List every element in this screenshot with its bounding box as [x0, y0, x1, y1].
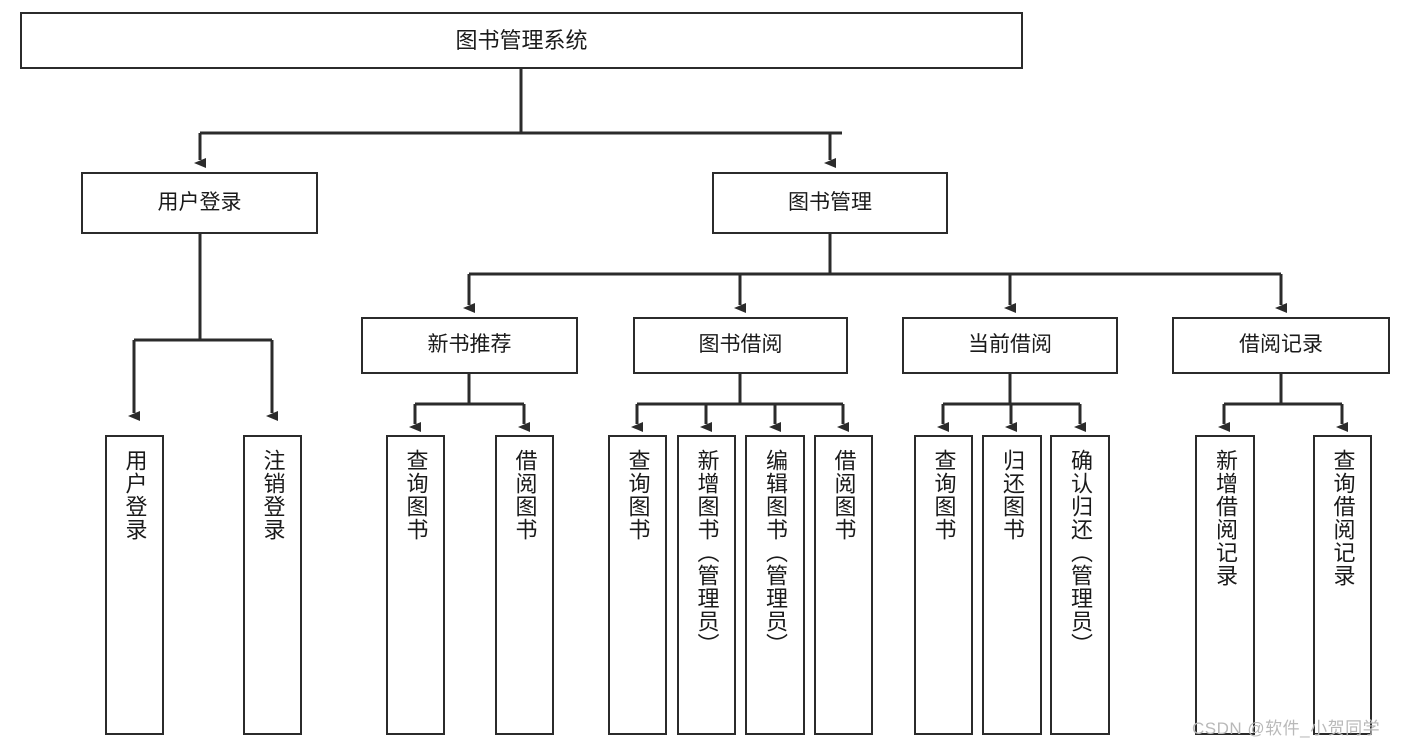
leaf-book-borrow-query[interactable]: 查询图书 — [608, 435, 667, 735]
node-label: 新增借阅记录 — [1213, 449, 1238, 587]
leaf-current-borrow-return[interactable]: 归还图书 — [982, 435, 1042, 735]
node-label: 图书借阅 — [698, 333, 783, 357]
node-root-system[interactable]: 图书管理系统 — [20, 12, 1023, 69]
node-label: 借阅图书 — [512, 449, 538, 541]
leaf-book-borrow-edit[interactable]: 编辑图书（管理员） — [745, 435, 805, 735]
node-label: 查询图书 — [403, 449, 429, 541]
leaf-book-borrow-add[interactable]: 新增图书（管理员） — [677, 435, 736, 735]
leaf-new-book-query[interactable]: 查询图书 — [386, 435, 445, 735]
node-label: 查询借阅记录 — [1330, 449, 1356, 587]
node-label: 图书管理系统 — [455, 27, 588, 53]
node-label: 确认归还（管理员） — [1068, 449, 1093, 656]
edge-group-borrow-record — [1218, 374, 1348, 432]
leaf-borrow-record-add[interactable]: 新增借阅记录 — [1195, 435, 1255, 735]
node-label: 查询图书 — [931, 449, 957, 541]
leaf-new-book-borrow[interactable]: 借阅图书 — [495, 435, 554, 735]
node-current-borrow[interactable]: 当前借阅 — [902, 317, 1118, 374]
leaf-book-borrow-borrow[interactable]: 借阅图书 — [814, 435, 873, 735]
csdn-watermark: CSDN @软件_小贺同学 — [1192, 719, 1381, 738]
node-label: 借阅图书 — [831, 449, 857, 541]
node-borrow-record[interactable]: 借阅记录 — [1172, 317, 1390, 374]
edge-group-root — [194, 69, 842, 168]
leaf-user-login-logout[interactable]: 注销登录 — [243, 435, 302, 735]
leaf-borrow-record-query[interactable]: 查询借阅记录 — [1313, 435, 1372, 735]
leaf-user-login-login[interactable]: 用户登录 — [105, 435, 164, 735]
node-label: 图书管理 — [788, 190, 872, 214]
node-new-book-recommend[interactable]: 新书推荐 — [361, 317, 578, 374]
node-label: 当前借阅 — [968, 333, 1052, 357]
node-label: 编辑图书（管理员） — [763, 449, 788, 656]
edge-group-user-login — [128, 234, 278, 421]
node-book-management[interactable]: 图书管理 — [712, 172, 948, 234]
node-book-borrow[interactable]: 图书借阅 — [633, 317, 848, 374]
edge-group-book-manage — [463, 234, 1287, 313]
leaf-current-borrow-confirm-return[interactable]: 确认归还（管理员） — [1050, 435, 1110, 735]
leaf-current-borrow-query[interactable]: 查询图书 — [914, 435, 973, 735]
node-label: 用户登录 — [157, 190, 242, 214]
node-label: 借阅记录 — [1239, 333, 1323, 357]
edge-group-book-borrow — [631, 374, 849, 432]
edge-group-current-borrow — [937, 374, 1086, 432]
node-label: 注销登录 — [260, 449, 286, 541]
node-label: 归还图书 — [1000, 449, 1025, 541]
node-user-login[interactable]: 用户登录 — [81, 172, 318, 234]
node-label: 新书推荐 — [427, 333, 512, 357]
node-label: 新增图书（管理员） — [694, 449, 720, 656]
node-label: 用户登录 — [122, 449, 148, 541]
node-label: 查询图书 — [625, 449, 651, 541]
edge-group-new-book — [409, 374, 530, 432]
